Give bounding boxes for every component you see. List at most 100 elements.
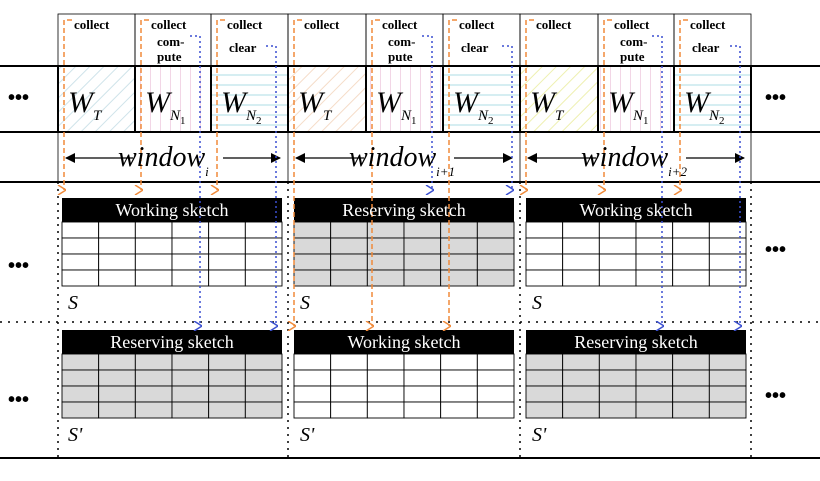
collect-label: collect bbox=[459, 17, 495, 32]
sketch-header bbox=[526, 330, 746, 354]
sketch-cell bbox=[330, 237, 368, 255]
sketch-cell bbox=[98, 401, 136, 419]
sketch-name: S bbox=[68, 292, 78, 314]
sketch-cell bbox=[98, 253, 136, 271]
sketch-cell bbox=[635, 353, 674, 371]
sketch-cell bbox=[562, 369, 600, 387]
sketch-header-label: Working sketch bbox=[579, 200, 692, 220]
collect-label: collect bbox=[614, 17, 650, 32]
sketch-cell bbox=[366, 269, 405, 287]
sketch-cell bbox=[403, 401, 442, 419]
sketch-cell bbox=[244, 221, 283, 239]
sketch-cell bbox=[403, 237, 442, 255]
sketch-cell bbox=[61, 385, 100, 403]
sketch-cell bbox=[598, 353, 637, 371]
collect-arrow bbox=[449, 19, 457, 326]
clear-label: clear bbox=[692, 40, 720, 55]
sketch-cell bbox=[525, 221, 564, 239]
sketch-cell bbox=[208, 221, 246, 239]
sketch-cell bbox=[635, 221, 674, 239]
sketch-cell bbox=[208, 237, 246, 255]
sketch-cell bbox=[98, 353, 136, 371]
ellipsis-marker: ••• bbox=[765, 239, 786, 261]
w-box bbox=[673, 65, 752, 133]
sketch-cell bbox=[293, 353, 332, 371]
collect-arrow bbox=[217, 19, 225, 190]
sketch-cell bbox=[61, 221, 100, 239]
sketch-cell bbox=[366, 401, 405, 419]
sketch-cell bbox=[562, 237, 600, 255]
collect-label: collect bbox=[151, 17, 187, 32]
ellipsis-marker: ••• bbox=[765, 385, 786, 407]
sketch-cell bbox=[672, 385, 710, 403]
w-box-label: WN2 bbox=[684, 86, 725, 127]
sketch-header-label: Reserving sketch bbox=[574, 332, 697, 352]
sketch-cell bbox=[403, 369, 442, 387]
collect-arrow bbox=[64, 19, 72, 190]
sketch-cell bbox=[562, 353, 600, 371]
sketch-cell bbox=[672, 401, 710, 419]
w-box bbox=[365, 65, 444, 133]
sketch-cell bbox=[293, 221, 332, 239]
collect-label: collect bbox=[227, 17, 263, 32]
sketch-cell bbox=[366, 237, 405, 255]
sketch-cell bbox=[366, 369, 405, 387]
sketch-header-label: Working sketch bbox=[115, 200, 228, 220]
compute-label: com-pute bbox=[388, 34, 415, 64]
w-box-label: WT bbox=[530, 86, 565, 124]
sketch-cell bbox=[208, 369, 246, 387]
sketch-header-label: Working sketch bbox=[347, 332, 460, 352]
sketch-cell bbox=[171, 353, 210, 371]
sketch-cell bbox=[134, 369, 173, 387]
window-label: windowi bbox=[118, 142, 209, 179]
sketch-cell bbox=[293, 369, 332, 387]
sketch-cell bbox=[598, 385, 637, 403]
window-label: windowi+1 bbox=[349, 142, 455, 179]
clear-label: clear bbox=[229, 40, 257, 55]
sketch-cell bbox=[208, 269, 246, 287]
sketch-cell bbox=[61, 253, 100, 271]
clear-label: clear bbox=[461, 40, 489, 55]
sketch-cell bbox=[98, 269, 136, 287]
sketch-cell bbox=[403, 353, 442, 371]
collect-arrow bbox=[141, 19, 149, 190]
w-box bbox=[442, 65, 521, 133]
sketch-cell bbox=[208, 353, 246, 371]
w-box-label: WN2 bbox=[453, 86, 494, 127]
sketch-cell bbox=[708, 401, 747, 419]
sketch-cell bbox=[598, 221, 637, 239]
sketch-cell bbox=[366, 385, 405, 403]
sketch-cell bbox=[440, 369, 478, 387]
sketch-cell bbox=[134, 237, 173, 255]
collect-arrow bbox=[372, 19, 380, 326]
sketch-cell bbox=[476, 401, 515, 419]
sketch-cell bbox=[61, 353, 100, 371]
sketch-cell bbox=[98, 385, 136, 403]
collect-label: collect bbox=[382, 17, 418, 32]
sketch-cell bbox=[403, 269, 442, 287]
sketch-cell bbox=[366, 221, 405, 239]
ellipsis-marker: ••• bbox=[8, 87, 29, 109]
compute-arrow bbox=[652, 35, 662, 326]
sketch-cell bbox=[635, 401, 674, 419]
sketch-header-label: Reserving sketch bbox=[342, 200, 465, 220]
sketch-cell bbox=[208, 253, 246, 271]
sketch-cell bbox=[672, 269, 710, 287]
sketch-cell bbox=[61, 237, 100, 255]
sketch-cell bbox=[293, 237, 332, 255]
sketch-header bbox=[526, 198, 746, 222]
w-box-label: WN1 bbox=[376, 86, 417, 127]
sketch-cell bbox=[635, 385, 674, 403]
sketch-cell bbox=[403, 221, 442, 239]
sketch-cell bbox=[61, 401, 100, 419]
sketch-cell bbox=[293, 269, 332, 287]
w-box bbox=[519, 65, 599, 133]
clear-arrow bbox=[266, 45, 276, 326]
sketch-cell bbox=[366, 353, 405, 371]
sketch-cell bbox=[134, 353, 173, 371]
sketch-cell bbox=[672, 237, 710, 255]
sketch-cell bbox=[476, 253, 515, 271]
sketch-cell bbox=[598, 269, 637, 287]
collect-arrow bbox=[526, 19, 534, 190]
sketch-cell bbox=[525, 353, 564, 371]
